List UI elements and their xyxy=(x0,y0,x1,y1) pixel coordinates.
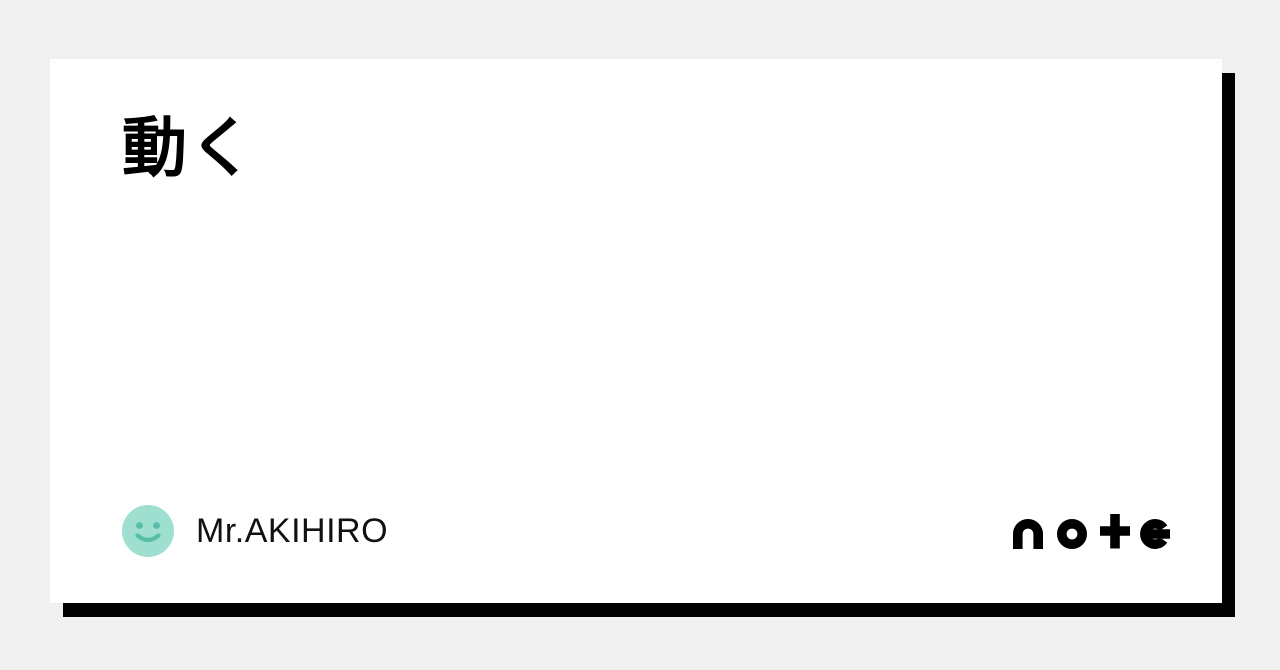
note-logo xyxy=(1013,513,1170,549)
article-title: 動く xyxy=(122,111,257,184)
article-card: 動く Mr.AKIHIRO xyxy=(50,59,1222,603)
smiley-face-icon xyxy=(122,505,174,557)
avatar xyxy=(122,505,174,557)
author-name: Mr.AKIHIRO xyxy=(196,511,389,550)
card-footer: Mr.AKIHIRO xyxy=(122,505,1170,557)
note-logo-icon xyxy=(1013,513,1170,549)
author: Mr.AKIHIRO xyxy=(122,505,388,557)
